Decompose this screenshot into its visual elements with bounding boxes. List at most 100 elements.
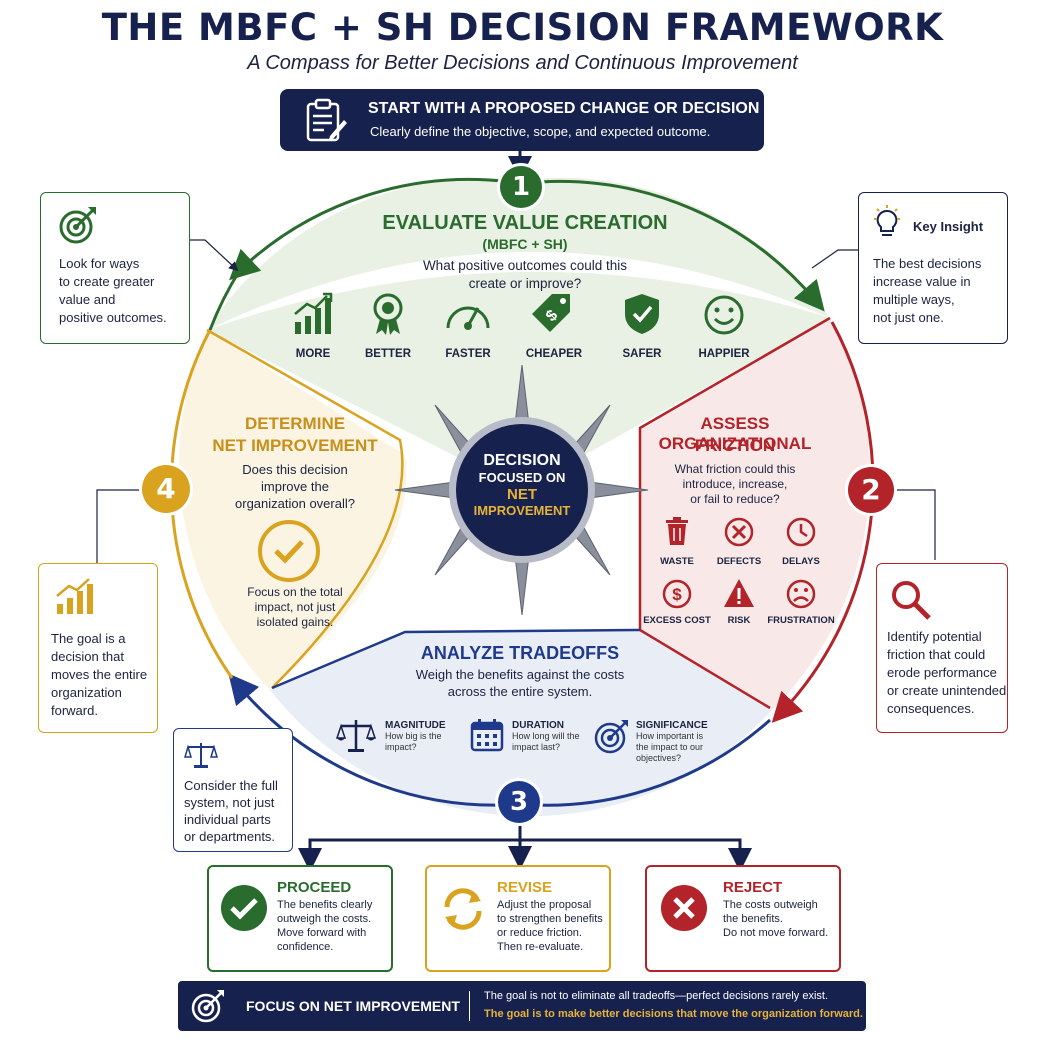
step-2-badge: 2 [848,467,894,513]
svg-text:$: $ [672,585,682,604]
tip-system-line-4: or departments. [184,829,276,844]
shield-check-icon [625,294,659,334]
value-label-more: MORE [295,348,331,360]
outcome-revise-line-4: Then re-evaluate. [497,941,584,953]
key-insight-line-2: increase value in [873,274,971,289]
tip-goal-line-1: The goal is a [51,631,126,646]
tip-value-line-1: Look for ways [59,256,140,271]
step-1-subtitle: (MBFC + SH) [482,236,568,252]
step-4-note-2: impact, not just [254,600,336,614]
value-label-safer: SAFER [622,348,662,360]
target-icon [191,990,224,1023]
step-2-question-2: introduce, increase, [682,477,788,491]
page-subtitle: A Compass for Better Decisions and Conti… [247,52,798,74]
value-label-happier: HAPPIER [698,348,750,360]
step-1-question-2: create or improve? [468,276,582,291]
step-4-question-1: Does this decision [242,462,348,477]
step-2-question-1: What friction could this [674,462,796,476]
step-3-question-2: across the entire system. [447,684,593,699]
tip-friction-line-4: or create unintended [887,683,1007,698]
speedometer-icon [446,306,490,330]
value-label-faster: FASTER [445,348,491,360]
check-circle-icon [221,885,267,931]
center-label: DECISION FOCUSED ON NET IMPROVEMENT [462,451,582,519]
tradeoff-duration: DURATION How long will the impact last? [512,720,597,753]
tip-system-line-3: individual parts [184,812,271,827]
step-2-title-2: FRICTION [694,436,776,455]
tip-goal-line-5: forward. [51,703,98,718]
footer-line-1: The goal is not to eliminate all tradeof… [484,990,829,1002]
footer-banner: FOCUS ON NET IMPROVEMENT The goal is not… [178,981,866,1031]
step-4-note-1: Focus on the total [247,585,343,599]
frown-icon [786,579,816,609]
outcome-proceed-title: PROCEED [277,879,352,896]
friction-label-frustration: FRUSTRATION [767,615,835,626]
tip-friction-line-3: erode performance [887,665,997,680]
footer-line-2: The goal is to make better decisions tha… [484,1008,863,1020]
friction-label-waste: WASTE [660,556,694,567]
lightbulb-icon [874,205,900,236]
step-1-question-1: What positive outcomes could this [422,258,628,273]
clipboard-icon [306,98,347,142]
friction-label-risk: RISK [727,615,751,626]
target-icon [594,720,628,754]
trash-icon [666,517,688,545]
tip-value-line-2: to create greater [59,274,155,289]
tip-value-line-4: positive outcomes. [59,310,167,325]
outcome-proceed: PROCEED The benefits clearly outweigh th… [207,865,393,972]
outcome-revise: REVISE Adjust the proposal to strengthen… [425,865,611,972]
center-line-1: DECISION [483,452,561,469]
step-3-title: ANALYZE TRADEOFFS [420,643,620,663]
outcome-proceed-line-2: outweigh the costs. [277,913,372,925]
key-insight-line-1: The best decisions [873,256,982,271]
tradeoff-magnitude: MAGNITUDE How big is the impact? [385,720,465,753]
tip-system-line-1: Consider the full [184,778,278,793]
scale-icon [336,720,376,752]
magnifier-icon [892,581,931,620]
tradeoff-magnitude-desc-1: How big is the [385,731,442,741]
center-line-4: IMPROVEMENT [473,503,571,518]
outcome-revise-title: REVISE [497,879,553,896]
key-insight-line-4: not just one. [873,310,944,325]
tradeoff-magnitude-desc-2: impact? [385,742,417,752]
tradeoff-significance-desc-2: the impact to our [636,742,704,752]
outcome-reject-line-3: Do not move forward. [723,927,829,939]
tradeoff-duration-desc-1: How long will the [512,731,580,741]
step-2-question-3: or fail to reduce? [690,492,780,506]
ribbon-icon [373,293,403,335]
tip-box-system: Consider the full system, not just indiv… [173,728,293,852]
step-1-badge: 1 [500,166,542,208]
outcome-reject-line-1: The costs outweigh [723,899,818,911]
step-4-question-3: organization overall? [235,496,355,511]
x-circle-icon [724,517,754,547]
outcome-revise-line-2: to strengthen benefits [497,913,603,925]
clock-icon [786,517,816,547]
outcome-proceed-line-3: Move forward with [277,927,367,939]
step-4-question-2: improve the [261,479,329,494]
tip-value-line-3: value and [59,292,116,307]
check-circle-icon [258,520,320,582]
tradeoff-duration-label: DURATION [512,720,565,731]
step-4-note-3: isolated gains. [256,615,334,629]
footer-label: FOCUS ON NET IMPROVEMENT [246,998,460,1014]
tip-system-line-2: system, not just [184,795,275,810]
tip-box-goal: The goal is a decision that moves the en… [38,563,158,733]
key-insight-box: Key Insight The best decisions increase … [858,192,1008,344]
tip-goal-line-2: decision that [51,649,124,664]
calendar-icon [470,719,504,752]
tradeoff-significance-label: SIGNIFICANCE [636,720,708,731]
scale-icon [184,743,218,768]
key-insight-line-3: multiple ways, [873,292,955,307]
tradeoff-significance-desc-1: How important is [636,731,704,741]
tip-box-value: Look for ways to create greater value an… [40,192,190,344]
refresh-icon [444,888,482,930]
start-heading: START WITH A PROPOSED CHANGE OR DECISION [368,100,760,117]
tradeoff-significance: SIGNIFICANCE How important is the impact… [636,720,731,764]
step-3-question-1: Weigh the benefits against the costs [415,667,625,682]
tradeoff-duration-desc-2: impact last? [512,742,561,752]
center-line-2: FOCUSED ON [478,470,566,485]
tip-goal-line-4: organization [51,685,122,700]
value-label-cheaper: CHEAPER [525,348,583,360]
value-label-better: BETTER [365,348,411,360]
